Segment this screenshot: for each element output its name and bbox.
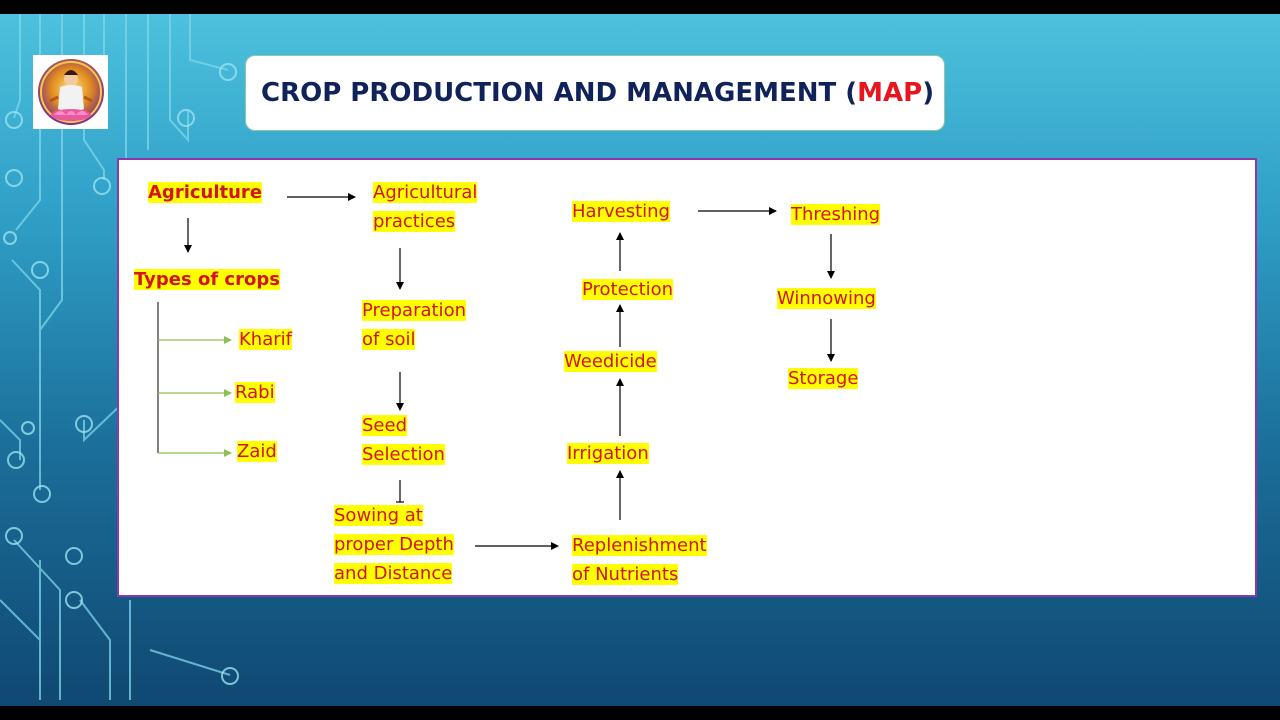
node-preparation-line-1: Preparation <box>362 300 466 321</box>
title-close: ) <box>922 78 935 108</box>
node-types-of-crops: Types of crops <box>134 265 280 294</box>
node-harvesting: Harvesting <box>572 197 670 226</box>
letterbox-bottom <box>0 706 1280 720</box>
node-rabi-label: Rabi <box>235 382 275 403</box>
letterbox-top <box>0 0 1280 14</box>
node-storage-label: Storage <box>788 368 859 389</box>
node-zaid: Zaid <box>237 437 277 466</box>
concept-map-panel <box>117 158 1257 597</box>
node-rabi: Rabi <box>235 378 275 407</box>
node-weedicide-label: Weedicide <box>564 351 657 372</box>
node-sowing-line-2: proper Depth <box>334 534 454 555</box>
node-kharif-label: Kharif <box>239 329 292 350</box>
node-winnowing-label: Winnowing <box>777 288 876 309</box>
node-threshing: Threshing <box>791 200 881 229</box>
node-sowing-line-1: Sowing at <box>334 505 423 526</box>
node-sowing: Sowing at proper Depth and Distance <box>334 501 454 588</box>
node-seed-line-2: Selection <box>362 444 445 465</box>
node-kharif: Kharif <box>239 325 292 354</box>
node-winnowing: Winnowing <box>777 284 876 313</box>
node-preparation-of-soil: Preparation of soil <box>362 296 466 354</box>
node-agricultural-practices: Agricultural practices <box>373 178 478 236</box>
node-seed-line-1: Seed <box>362 415 407 436</box>
node-replenishment-line-2: of Nutrients <box>572 564 679 585</box>
node-agricultural-practices-line-2: practices <box>373 211 456 232</box>
node-protection: Protection <box>582 275 674 304</box>
logo <box>33 55 108 129</box>
node-agriculture: Agriculture <box>148 178 263 207</box>
node-protection-label: Protection <box>582 279 674 300</box>
node-agricultural-practices-line-1: Agricultural <box>373 182 478 203</box>
goddess-emblem-icon <box>37 59 104 125</box>
node-replenishment-line-1: Replenishment <box>572 535 707 556</box>
title-main: CROP PRODUCTION AND MANAGEMENT ( <box>261 78 858 108</box>
node-preparation-line-2: of soil <box>362 329 416 350</box>
node-replenishment: Replenishment of Nutrients <box>572 531 707 589</box>
node-storage: Storage <box>788 364 859 393</box>
node-irrigation: Irrigation <box>567 439 649 468</box>
node-types-of-crops-label: Types of crops <box>134 269 280 290</box>
node-irrigation-label: Irrigation <box>567 443 649 464</box>
node-zaid-label: Zaid <box>237 441 277 462</box>
node-weedicide: Weedicide <box>564 347 657 376</box>
node-agriculture-label: Agriculture <box>148 182 263 203</box>
title-highlight: MAP <box>857 78 923 108</box>
page-title: CROP PRODUCTION AND MANAGEMENT (MAP) <box>245 55 945 131</box>
node-harvesting-label: Harvesting <box>572 201 670 222</box>
node-seed-selection: Seed Selection <box>362 411 445 469</box>
node-threshing-label: Threshing <box>791 204 881 225</box>
node-sowing-line-3: and Distance <box>334 563 453 584</box>
